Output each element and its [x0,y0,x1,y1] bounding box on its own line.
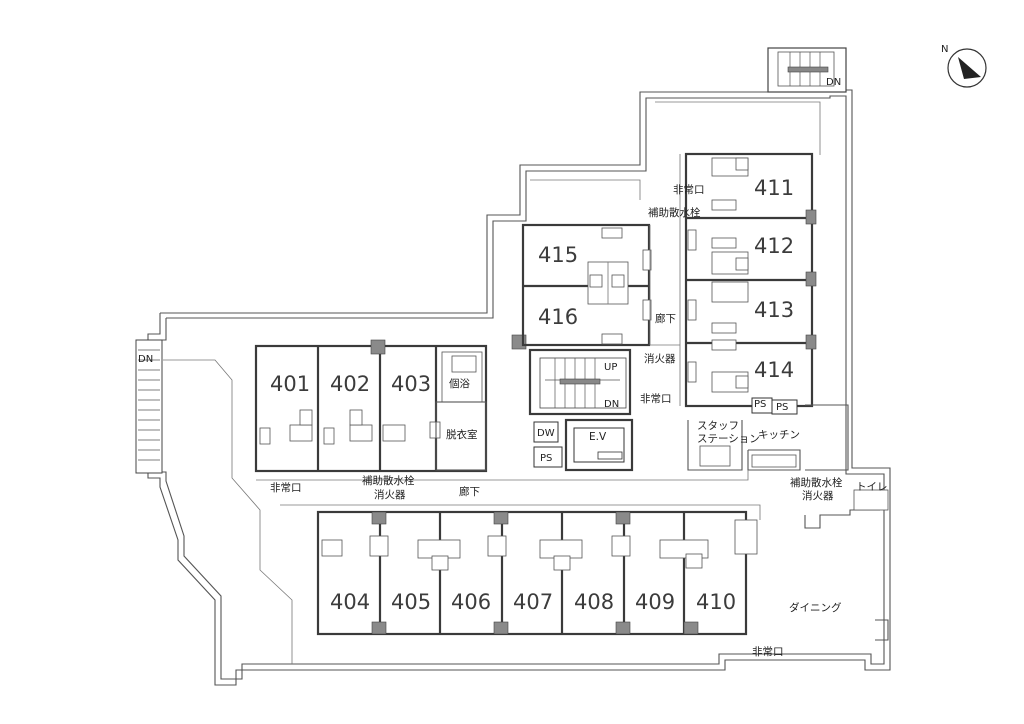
label-emergency-exit-west: 非常口 [270,481,302,494]
ps-box-east-2 [771,399,798,415]
room-413: 413 [754,298,794,322]
label-dn-ne: DN [826,77,841,88]
south-block [316,510,758,636]
room-416: 416 [538,305,578,329]
outer-wall-west-inner [154,95,885,680]
labels: 個浴 脱衣室 DW PS E.V UP DN DN DN PS PS 消火器 非… [138,77,888,658]
label-corridor-east: 廊下 [655,312,676,325]
label-dining: ダイニング [789,601,842,614]
label-extinguisher-west: 消火器 [374,488,406,501]
south-block-wall [316,510,748,636]
room-407: 407 [513,590,553,614]
room-numbers: 401 402 403 404 405 406 407 408 409 410 … [270,176,794,614]
label-up: UP [604,362,617,373]
label-dn-center: DN [604,399,619,410]
room-411: 411 [754,176,794,200]
east-fixtures [687,157,817,393]
room-403: 403 [391,372,431,396]
west-block [254,339,488,473]
label-dn-west: DN [138,354,153,365]
label-dw: DW [537,428,555,439]
east-block [684,152,817,415]
room-408: 408 [574,590,614,614]
label-kitchen: キッチン [758,429,800,441]
dining-area [804,489,889,641]
label-ps-east-2: PS [776,402,788,413]
west-balcony-rail [163,359,293,664]
room-404: 404 [330,590,370,614]
label-extinguisher-east: 消火器 [802,489,834,502]
label-hydrant-north: 補助散水栓 [648,206,701,219]
label-ps-east-1: PS [754,399,766,410]
dw-box [533,421,559,443]
staff-station-area [687,404,849,471]
room-410: 410 [696,590,736,614]
room-401: 401 [270,372,310,396]
building-outline [135,47,891,686]
label-dressing-room: 脱衣室 [446,428,478,441]
outer-wall-west [147,89,891,686]
label-hydrant-east: 補助散水栓 [790,476,843,489]
label-staff-station-1: スタッフ [697,420,739,432]
label-emergency-exit-center: 非常口 [640,392,672,405]
corridor-lines [256,154,761,520]
service-core [435,334,634,472]
label-emergency-exit-south: 非常口 [752,645,784,658]
ps-box-core [533,446,563,468]
room-414: 414 [754,358,794,382]
label-emergency-exit-north: 非常口 [673,183,705,196]
central-stair [528,348,632,416]
label-staff-station-2: ステーション [697,433,760,445]
compass-north-label: N [941,44,948,55]
west-stair [135,339,163,474]
label-private-bath: 個浴 [449,377,470,390]
label-ev: E.V [589,431,607,443]
room-406: 406 [451,590,491,614]
room-402: 402 [330,372,370,396]
north-terrace-rail [655,101,821,155]
compass-icon: N [941,44,987,88]
elevator-shaft [564,418,634,472]
label-hydrant-west: 補助散水栓 [362,474,415,487]
room-415: 415 [538,243,578,267]
label-corridor-west: 廊下 [459,485,480,498]
room-405: 405 [391,590,431,614]
column [370,339,386,355]
label-extinguisher-center: 消火器 [644,352,676,365]
room-409: 409 [635,590,675,614]
label-ps-core: PS [540,453,552,464]
room-fixtures-401-403 [259,409,441,445]
south-fixtures [321,519,758,571]
room-412: 412 [754,234,794,258]
label-toilet: トイレ [856,481,888,493]
block-415-416 [521,223,652,347]
